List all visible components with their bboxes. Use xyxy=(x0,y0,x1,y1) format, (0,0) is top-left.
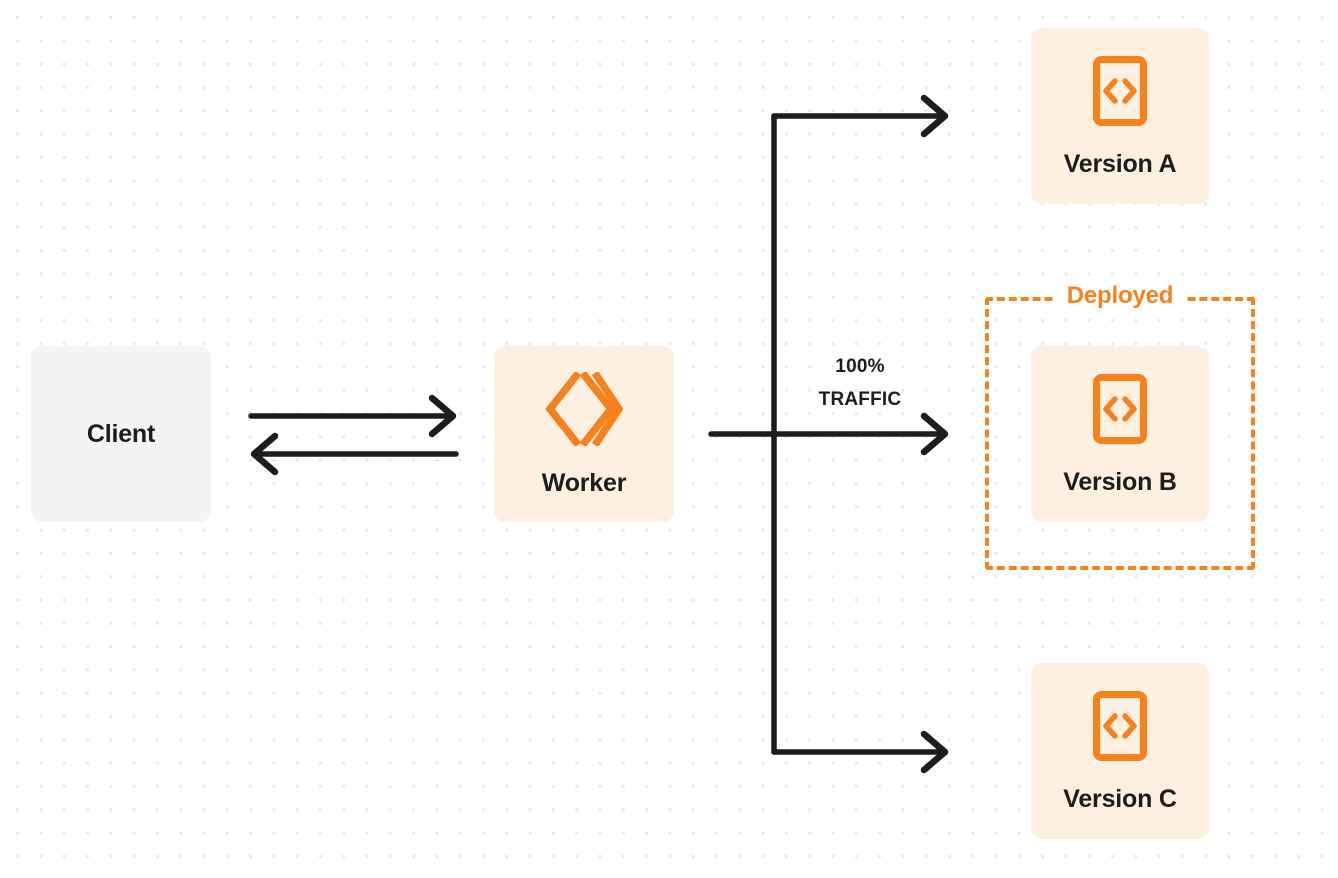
code-document-icon xyxy=(1092,55,1148,132)
node-version-a[interactable]: Version A xyxy=(1031,28,1209,204)
deployed-group-label: Deployed xyxy=(1053,284,1187,308)
node-client-label: Client xyxy=(86,419,156,448)
connector-worker-to-version-b xyxy=(708,412,949,456)
node-client[interactable]: Client xyxy=(31,346,211,522)
traffic-word: TRAFFIC xyxy=(818,389,902,410)
traffic-label: 100% TRAFFIC xyxy=(781,350,939,416)
node-worker[interactable]: Worker xyxy=(494,346,674,522)
node-version-b[interactable]: Version B xyxy=(1031,346,1209,522)
node-version-a-label: Version A xyxy=(1063,150,1177,178)
deployed-group: Deployed xyxy=(985,284,1255,570)
connector-client-to-worker xyxy=(248,394,457,438)
connector-worker-to-version-c xyxy=(771,730,949,774)
cloudflare-workers-icon xyxy=(545,370,624,451)
connector-worker-to-version-a xyxy=(771,94,949,138)
code-document-icon xyxy=(1092,690,1148,767)
code-document-icon xyxy=(1092,373,1148,450)
connector-worker-to-client xyxy=(250,432,459,476)
traffic-percent: 100% xyxy=(835,356,885,377)
node-version-b-label: Version B xyxy=(1063,468,1177,496)
node-version-c-label: Version C xyxy=(1063,785,1177,813)
node-worker-label: Worker xyxy=(541,469,627,497)
node-version-c[interactable]: Version C xyxy=(1031,663,1209,839)
